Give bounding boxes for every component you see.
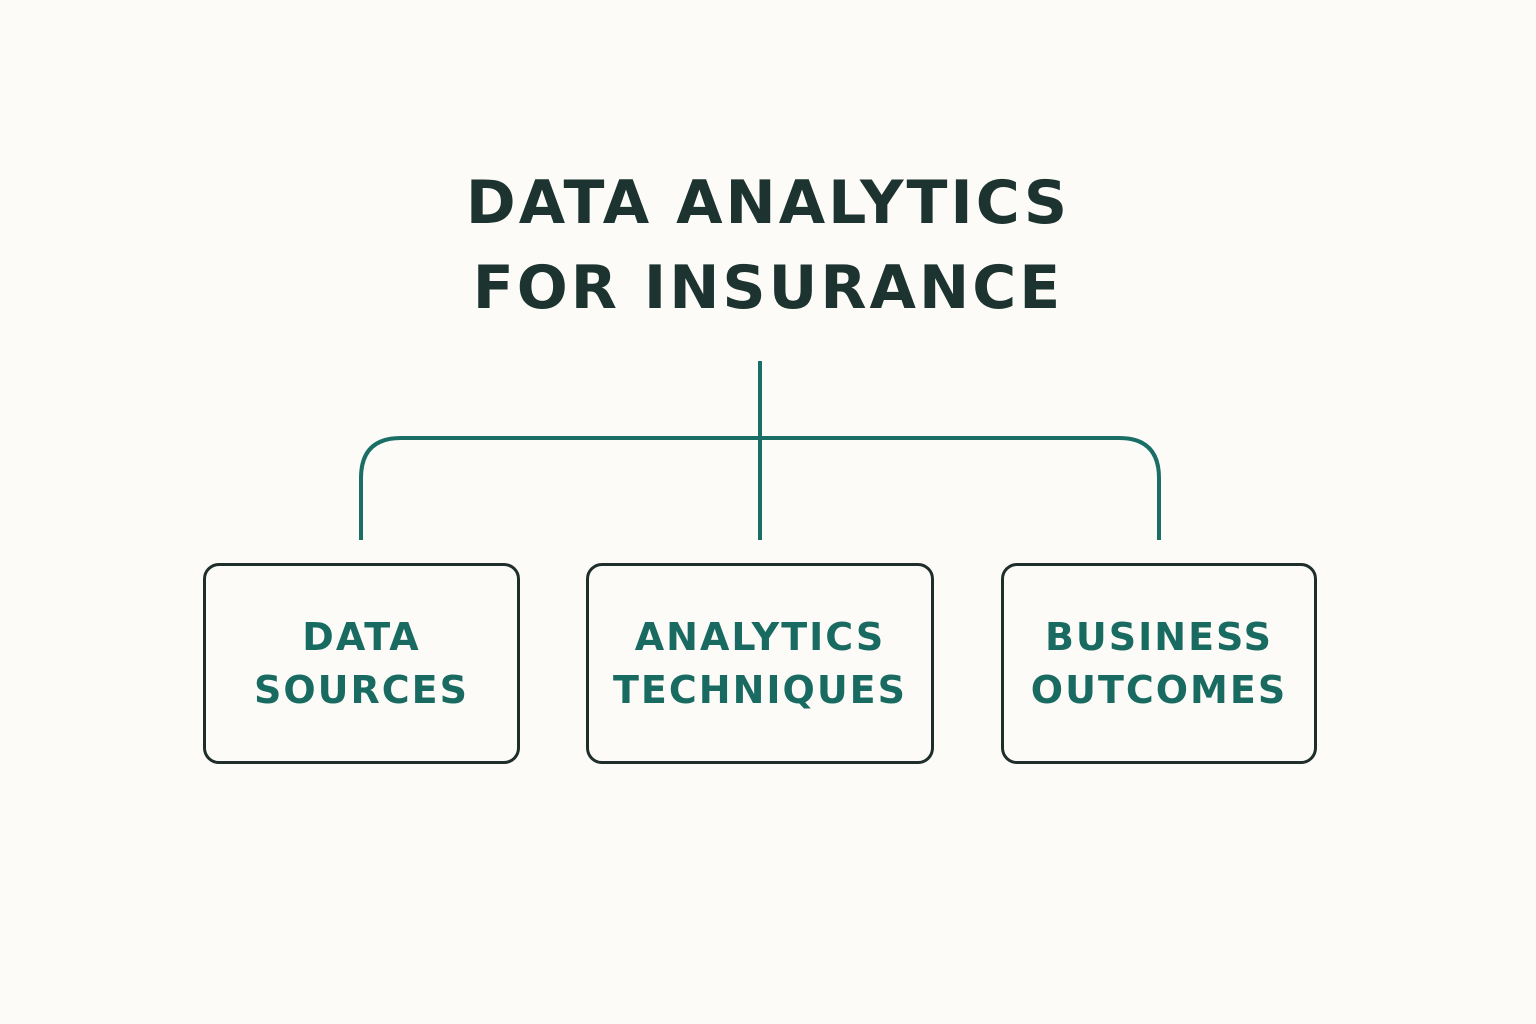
connector-bracket (359, 436, 1161, 540)
node-label-line-1: ANALYTICS (634, 614, 886, 659)
diagram-title-line-2: FOR INSURANCE (472, 253, 1064, 323)
node-label-line-2: TECHNIQUES (613, 667, 907, 712)
node-analytics-techniques: ANALYTICS TECHNIQUES (586, 563, 934, 764)
node-label-line-2: OUTCOMES (1030, 667, 1288, 712)
node-label-line-1: DATA (302, 614, 421, 659)
diagram-title-line-1: DATA ANALYTICS (465, 168, 1071, 238)
node-label-line-1: BUSINESS (1044, 614, 1274, 659)
node-data-sources: DATA SOURCES (203, 563, 520, 764)
node-business-outcomes: BUSINESS OUTCOMES (1001, 563, 1317, 764)
node-label-line-2: SOURCES (253, 667, 469, 712)
